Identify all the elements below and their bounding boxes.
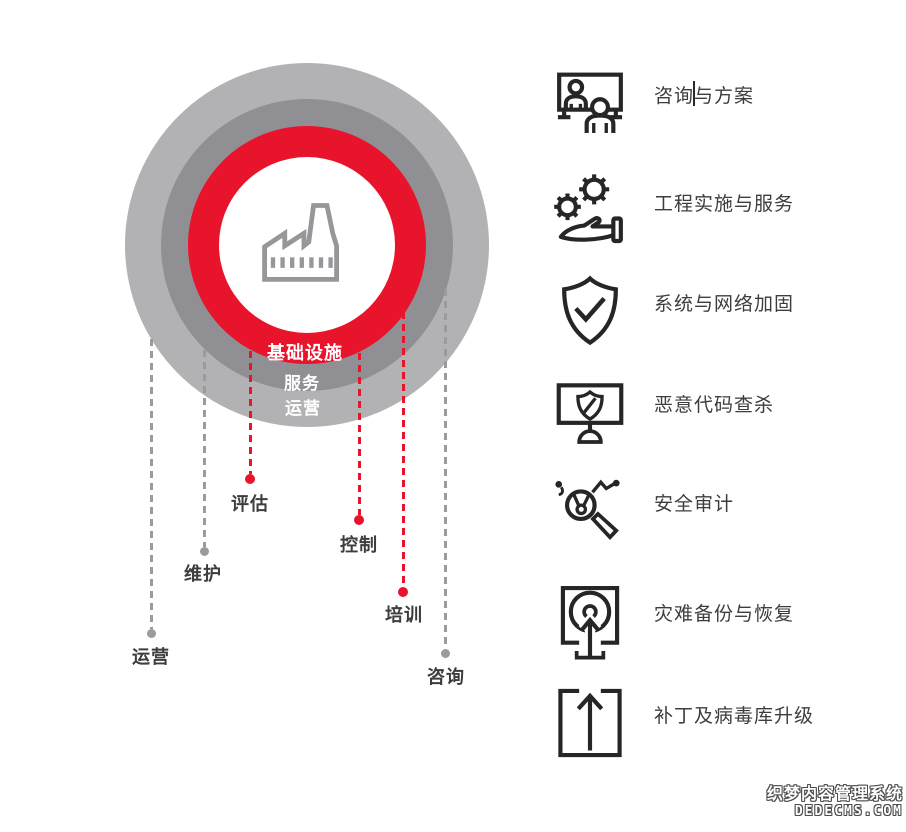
service-label-malware-scan: 恶意代码查杀 [654,394,775,416]
callout-label-operations: 运营 [132,647,170,667]
callout-line-operations [150,339,153,629]
service-label-part2: 与方案 [694,85,755,107]
callout-line-consulting [444,289,447,649]
service-label-patch-upgrade: 补丁及病毒库升级 [654,705,815,727]
audit-magnifier-icon [548,469,632,553]
service-label-audit: 安全审计 [654,493,735,515]
callout-label-training: 培训 [385,605,423,625]
text-cursor [693,80,696,106]
callout-label-assessment: 评估 [231,494,269,514]
gears-hand-icon [548,169,632,253]
service-row-consulting-solutions: 咨询与方案 [548,61,754,145]
callout-dot-training [398,587,408,597]
ring-label-infrastructure: 基础设施 [267,343,343,363]
service-row-backup-recovery: 灾难备份与恢复 [548,579,794,663]
watermark: 织梦内容管理系统 DEDECMS.COM [767,786,903,820]
presentation-icon [548,61,632,145]
monitor-shield-icon [548,370,632,454]
callout-label-maintenance: 维护 [184,564,222,584]
service-label-part1: 咨询 [654,85,695,107]
upload-arrow-icon [548,681,632,765]
callout-line-control [358,353,361,515]
callout-label-consulting: 咨询 [427,667,465,687]
service-label-backup-recovery: 灾难备份与恢复 [654,603,795,625]
callout-dot-maintenance [200,547,209,556]
callout-dot-consulting [441,649,450,658]
callout-dot-operations [147,629,156,638]
service-label-hardening: 系统与网络加固 [654,293,795,315]
service-row-audit: 安全审计 [548,469,734,553]
service-row-engineering: 工程实施与服务 [548,169,794,253]
service-label-engineering: 工程实施与服务 [654,193,795,215]
ring-label-operations: 运营 [285,399,321,418]
disk-backup-icon [548,579,632,663]
shield-check-icon [548,269,632,353]
callout-line-assessment [249,351,252,474]
service-row-malware-scan: 恶意代码查杀 [548,370,774,454]
service-row-hardening: 系统与网络加固 [548,269,794,353]
callout-line-training [402,312,405,587]
callout-dot-control [354,515,364,525]
callout-dot-assessment [245,474,255,484]
ring-label-services: 服务 [284,374,320,393]
service-row-patch-upgrade: 补丁及病毒库升级 [548,681,814,765]
watermark-line2: DEDECMS.COM [794,804,903,819]
callout-label-control: 控制 [340,535,378,555]
factory-icon [255,192,351,290]
callout-line-maintenance [203,350,206,547]
service-label-consulting-solutions: 咨询与方案 [654,80,755,108]
watermark-line1: 织梦内容管理系统 [766,786,903,803]
